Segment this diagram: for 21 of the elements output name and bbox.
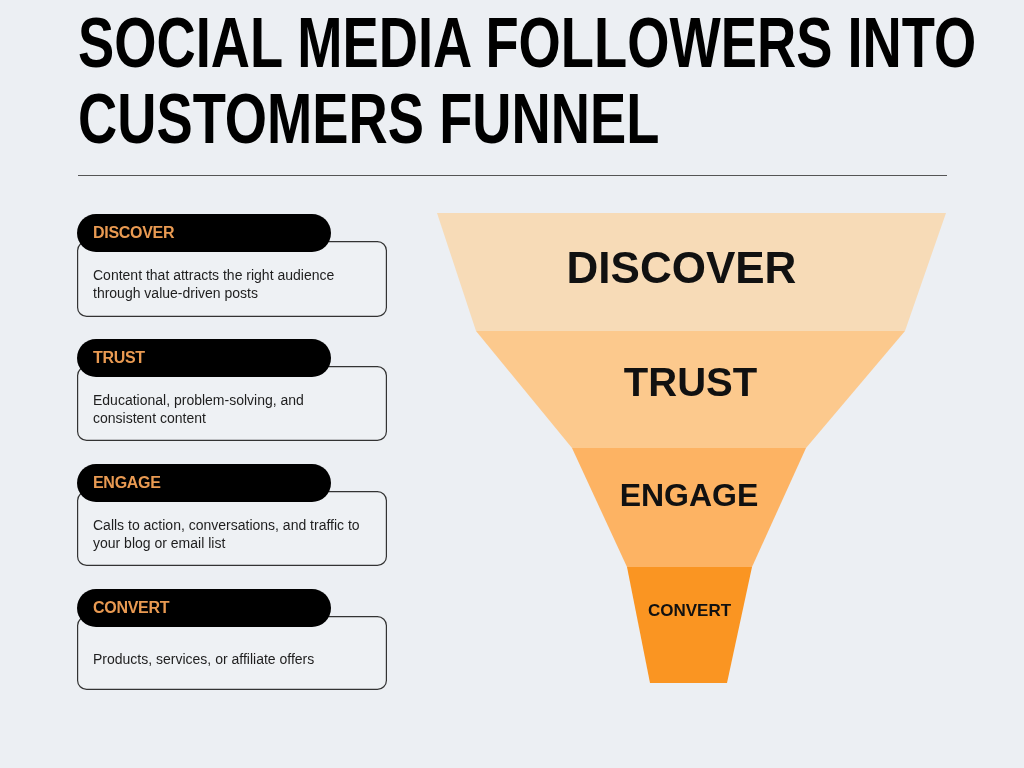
stage-heading: DISCOVER bbox=[93, 224, 175, 242]
description-text: Products, services, or affiliate offers bbox=[93, 650, 316, 668]
title: SOCIAL MEDIA FOLLOWERS INTO CUSTOMERS FUNNEL bbox=[78, 5, 978, 157]
stage-heading: CONVERT bbox=[93, 599, 170, 617]
stage-label: TRUST bbox=[623, 359, 758, 404]
stage-label: ENGAGE bbox=[619, 477, 759, 514]
stage-label: CONVERT bbox=[647, 601, 732, 621]
funnel-segment bbox=[572, 448, 806, 567]
description-text: Educational, problem-solving, and consistent content bbox=[93, 391, 305, 427]
stage-label: DISCOVER bbox=[566, 243, 797, 293]
funnel-segment bbox=[476, 331, 905, 448]
stage-heading: ENGAGE bbox=[93, 474, 161, 492]
stage-card bbox=[77, 464, 387, 566]
description-text: Content that attracts the right audience through value-driven posts bbox=[93, 266, 336, 302]
funnel-segment bbox=[437, 213, 946, 331]
description-text: Calls to action, conversations, and traffic to your blog or email list bbox=[93, 516, 361, 552]
stage-card bbox=[77, 339, 387, 441]
stage-card bbox=[77, 214, 387, 317]
stage-card bbox=[77, 589, 387, 690]
stage-heading: TRUST bbox=[93, 349, 145, 367]
funnel-segment bbox=[627, 567, 752, 683]
